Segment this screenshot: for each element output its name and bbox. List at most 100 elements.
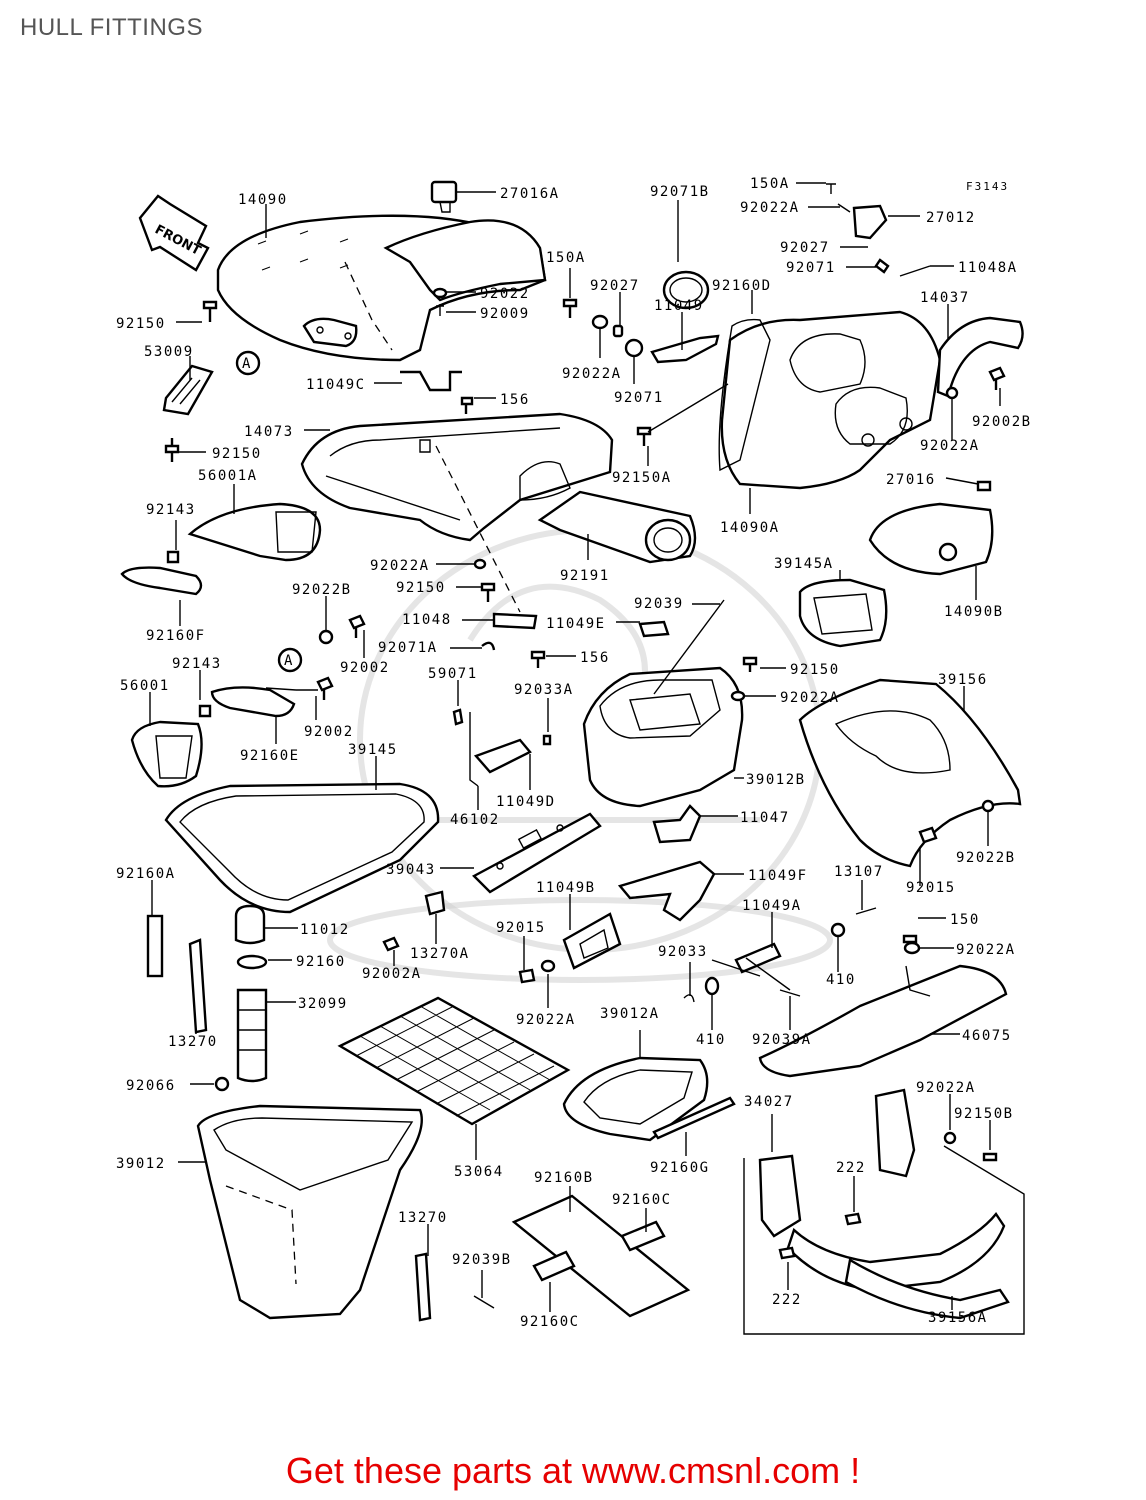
- part-label: 92002B: [972, 414, 1032, 430]
- part-label: 92022A: [370, 558, 430, 574]
- part-label: 32099: [298, 996, 348, 1012]
- part-label: 92009: [480, 306, 530, 322]
- part-label: 39156A: [928, 1310, 988, 1326]
- part-label: 156: [500, 392, 530, 408]
- part-label: 92022B: [292, 582, 352, 598]
- part-label: 92160G: [650, 1160, 710, 1176]
- part-label: 92160F: [146, 628, 206, 644]
- part-label: 92160: [296, 954, 346, 970]
- part-label: 92022A: [562, 366, 622, 382]
- part-label: 13270A: [410, 946, 470, 962]
- part-label: 34027: [744, 1094, 794, 1110]
- part-label: 92022A: [740, 200, 800, 216]
- part-label: 92027: [590, 278, 640, 294]
- part-label: 92033: [658, 944, 708, 960]
- part-label: 11049: [654, 298, 704, 314]
- part-label: 27016A: [500, 186, 560, 202]
- part-label: 92071A: [378, 640, 438, 656]
- part-label: 92002A: [362, 966, 422, 982]
- part-label: 92039B: [452, 1252, 512, 1268]
- part-label: 92039: [634, 596, 684, 612]
- part-label: 92022A: [780, 690, 840, 706]
- part-label: 14037: [920, 290, 970, 306]
- part-label: 92191: [560, 568, 610, 584]
- part-label: 53009: [144, 344, 194, 360]
- part-label: 11048: [402, 612, 452, 628]
- part-label: 92022A: [516, 1012, 576, 1028]
- part-label: 92071B: [650, 184, 710, 200]
- part-label: 14090: [238, 192, 288, 208]
- part-label: 92160D: [712, 278, 772, 294]
- figure-code: F3143: [966, 180, 1009, 193]
- parts-drawing: A A: [120, 180, 1025, 1335]
- part-label: 39012: [116, 1156, 166, 1172]
- part-label: 92160C: [520, 1314, 580, 1330]
- part-label: 150: [950, 912, 980, 928]
- part-label: 92022A: [956, 942, 1016, 958]
- part-label: 11047: [740, 810, 790, 826]
- part-label: 27012: [926, 210, 976, 226]
- part-label: 46075: [962, 1028, 1012, 1044]
- part-label: 39043: [386, 862, 436, 878]
- part-label: 92002: [340, 660, 390, 676]
- part-label: 92071: [614, 390, 664, 406]
- part-label: 222: [772, 1292, 802, 1308]
- part-label: 92002: [304, 724, 354, 740]
- part-label: 92015: [496, 920, 546, 936]
- part-label: 92160B: [534, 1170, 594, 1186]
- part-label: 92022A: [916, 1080, 976, 1096]
- part-label: 92022B: [956, 850, 1016, 866]
- part-label: 92071: [786, 260, 836, 276]
- part-label: 13270: [168, 1034, 218, 1050]
- part-label: 92150: [396, 580, 446, 596]
- part-label: 14090B: [944, 604, 1004, 620]
- part-label: 92160A: [116, 866, 176, 882]
- part-label: 53064: [454, 1164, 504, 1180]
- part-label: 92150: [790, 662, 840, 678]
- part-label: 11049A: [742, 898, 802, 914]
- part-label: 39145: [348, 742, 398, 758]
- part-label: 92150: [116, 316, 166, 332]
- part-label: 39156: [938, 672, 988, 688]
- part-label: 14073: [244, 424, 294, 440]
- part-label: 11049D: [496, 794, 556, 810]
- part-label: 410: [826, 972, 856, 988]
- part-label: 11049E: [546, 616, 606, 632]
- part-label: 150A: [750, 176, 790, 192]
- part-label: 222: [836, 1160, 866, 1176]
- part-label: 92015: [906, 880, 956, 896]
- part-label: 92022: [480, 286, 530, 302]
- part-label: 410: [696, 1032, 726, 1048]
- leader-lines: [149, 182, 1001, 1312]
- part-label: 13107: [834, 864, 884, 880]
- part-label: 59071: [428, 666, 478, 682]
- ref-marker-a: A: [242, 356, 252, 372]
- front-arrow-icon: FRONT: [138, 194, 210, 272]
- part-label: 11012: [300, 922, 350, 938]
- part-label: 92027: [780, 240, 830, 256]
- footer-link[interactable]: Get these parts at www.cmsnl.com !: [285, 1450, 861, 1491]
- part-label: 11049B: [536, 880, 596, 896]
- part-labels: 14090 27016A 92071B 150A 92022A 27012 92…: [116, 176, 1032, 1330]
- part-label: 14090A: [720, 520, 780, 536]
- part-label: 27016: [886, 472, 936, 488]
- part-label: 11049C: [306, 377, 366, 393]
- part-label: 92039A: [752, 1032, 812, 1048]
- part-label: 39012B: [746, 772, 806, 788]
- ref-marker-a: A: [284, 653, 294, 669]
- part-label: 150A: [546, 250, 586, 266]
- part-label: 156: [580, 650, 610, 666]
- part-label: 56001: [120, 678, 170, 694]
- page-title: HULL FITTINGS: [20, 14, 203, 41]
- part-label: 13270: [398, 1210, 448, 1226]
- part-label: 92160E: [240, 748, 300, 764]
- part-label: 92033A: [514, 682, 574, 698]
- part-label: 92150B: [954, 1106, 1014, 1122]
- part-label: 92143: [146, 502, 196, 518]
- part-label: 11049F: [748, 868, 808, 884]
- part-label: 92150: [212, 446, 262, 462]
- part-label: 39145A: [774, 556, 834, 572]
- part-label: 92143: [172, 656, 222, 672]
- part-label: 46102: [450, 812, 500, 828]
